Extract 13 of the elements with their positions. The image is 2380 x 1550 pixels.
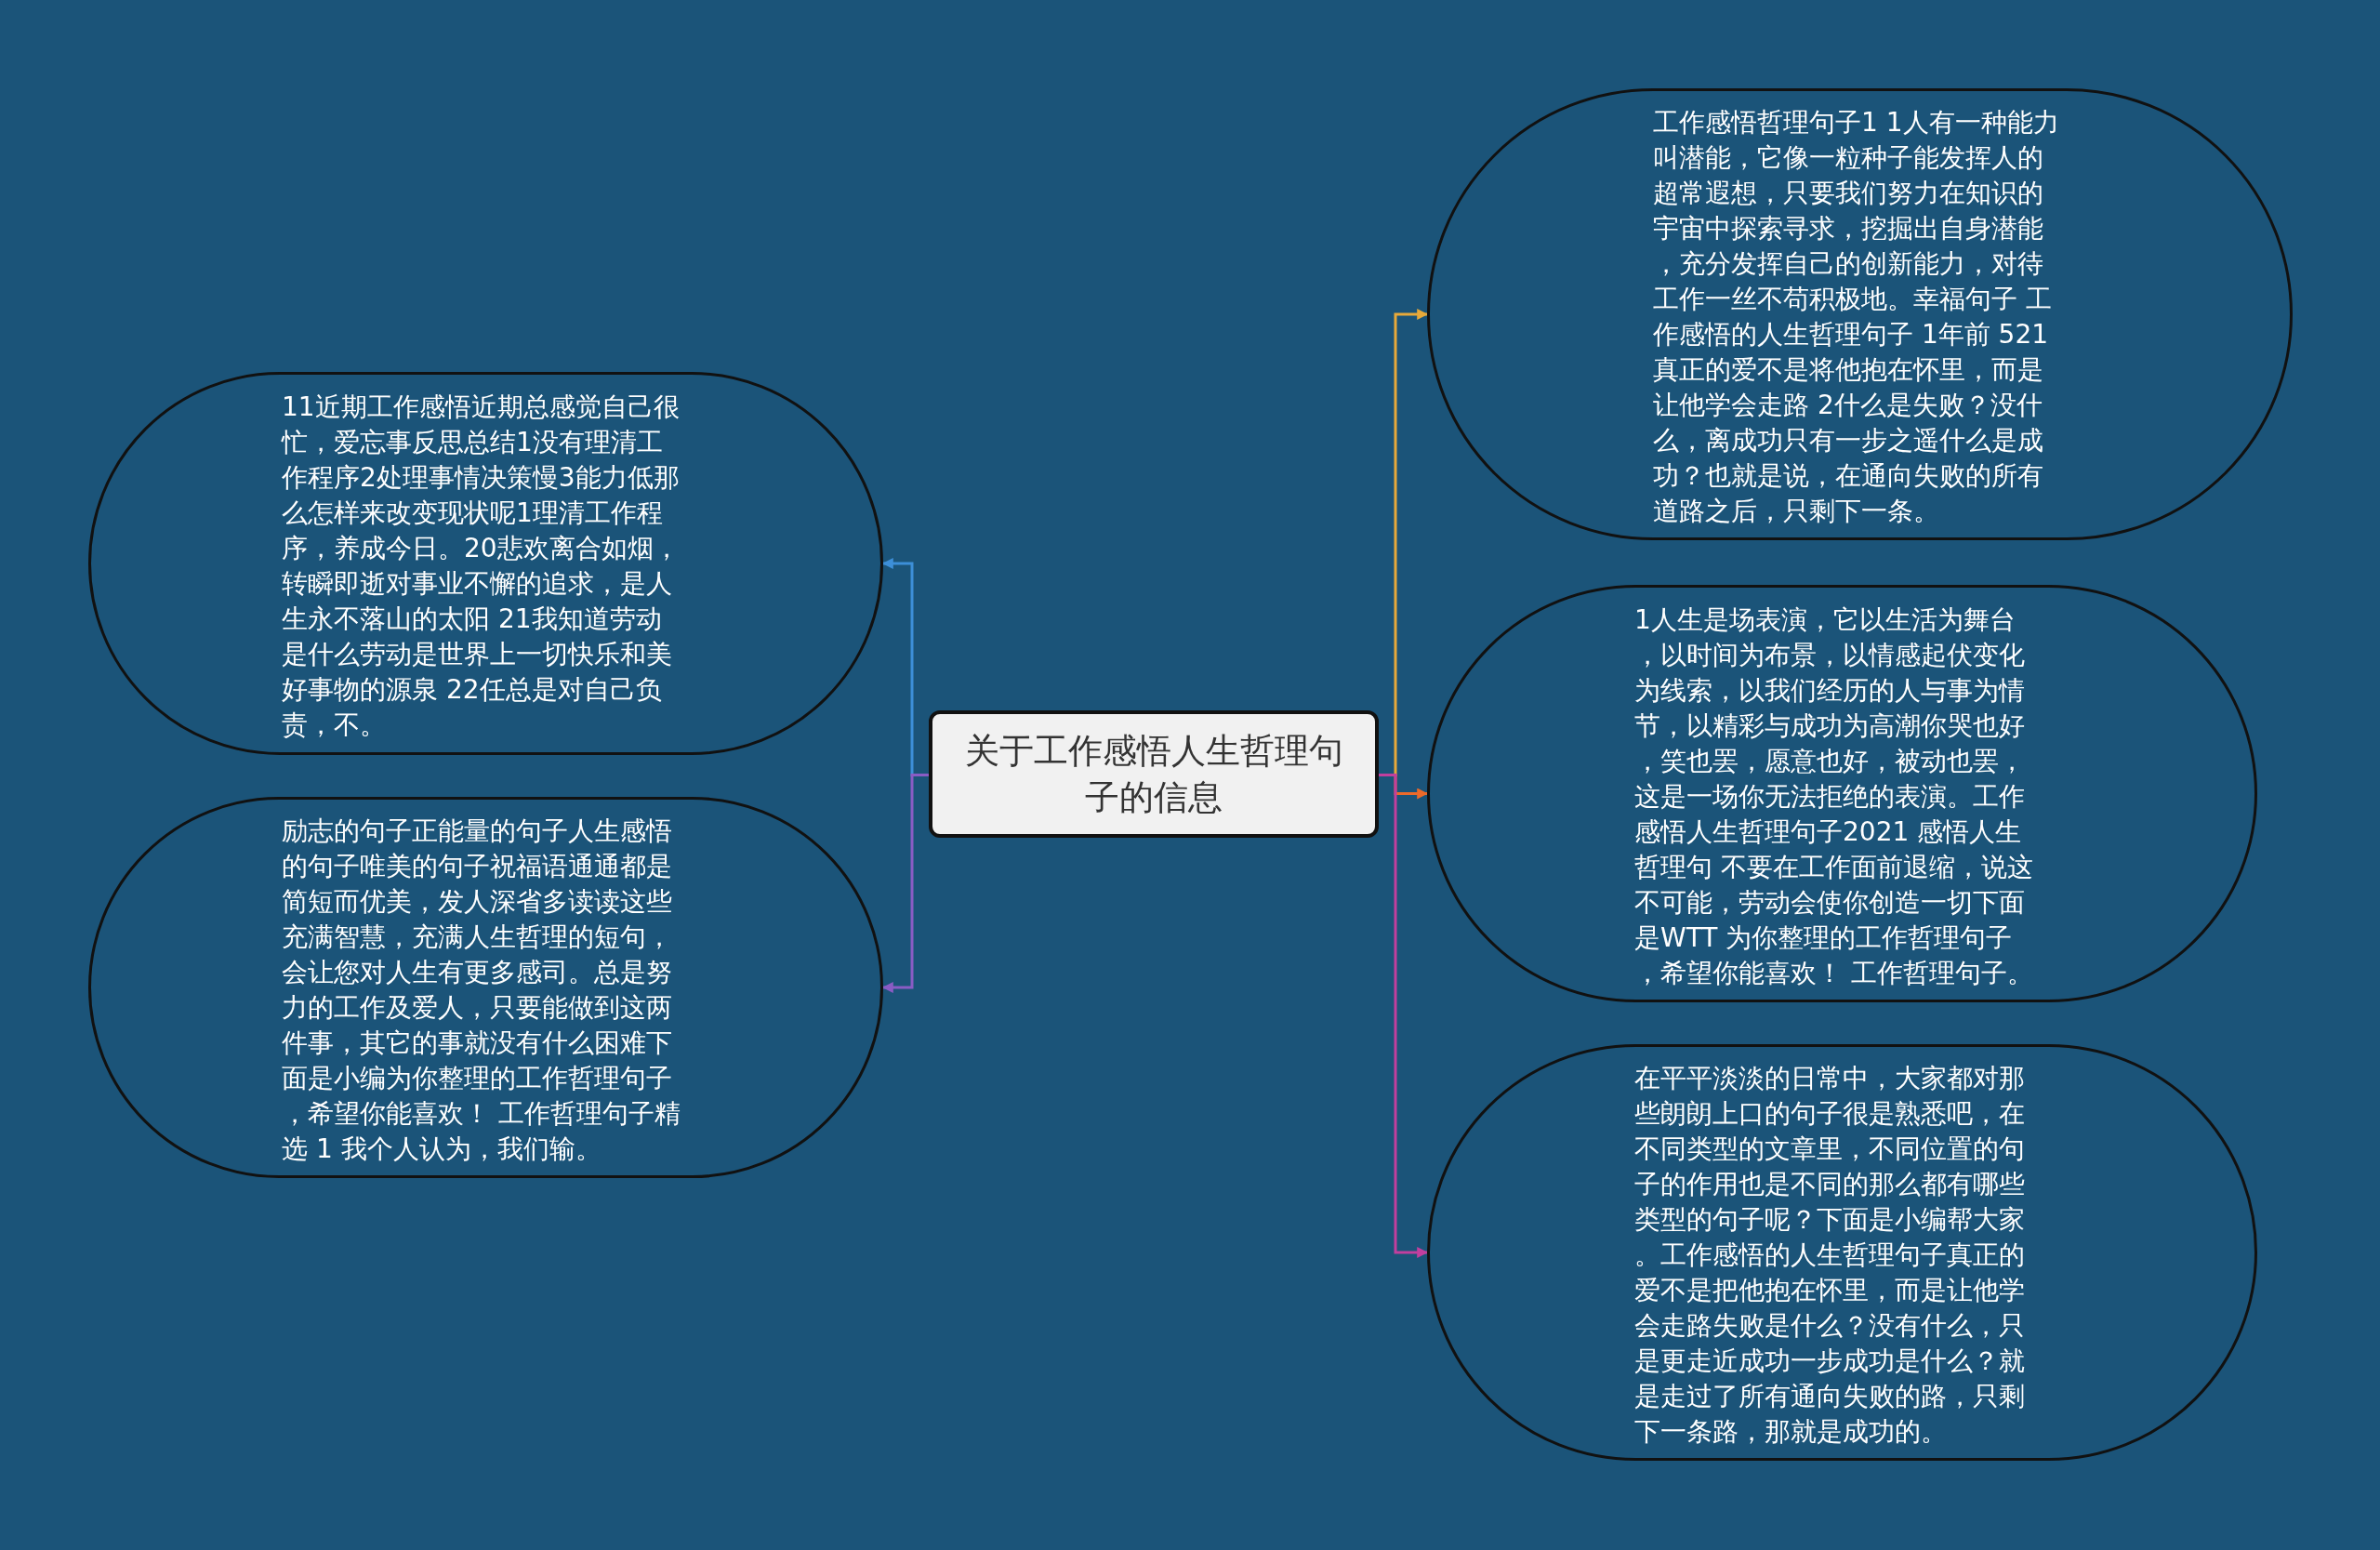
- topic-title: 关于工作感悟人生哲理句子的信息: [963, 729, 1344, 819]
- rounded-node: [88, 372, 883, 755]
- connector-arrow: [881, 774, 929, 993]
- rounded-node: [1427, 585, 2257, 1002]
- rounded-node: [88, 797, 883, 1178]
- node-text: 在平平淡淡的日常中，大家都对那些朗朗上口的句子很是熟悉吧，在不同类型的文章里，不同位置的句子的作用也是不同的那么都有哪些类型的句子呢？下面是小编帮大家。工作感悟的人生哲理句子真正的爱不是把他抱在怀里，而是让他学会走路失败是什么？没有什么，只是更走近成功一步成功是什么？就是走过了所有通向失败的路，只剩下一条路，那就是成功的。: [1634, 1062, 2026, 1449]
- rounded-node: [1427, 88, 2293, 540]
- node-text: 11近期工作感悟近期总感觉自己很忙，爱忘事反思总结1没有理清工作程序2处理事情决策慢3能力低那么怎样来改变现状呢1理清工作程序，养成今日。20悲欢离合如烟，转瞬即逝对事业不懈的追求，是人生永不落山的太阳 21我知道劳动是什么劳动是世界上一切快乐和美好事物的源泉 22任总是对自己负责，不。: [282, 391, 681, 742]
- node-text: 工作感悟哲理句子1 1人有一种能力叫潜能，它像一粒种子能发挥人的超常遐想，只要我们努力在知识的宇宙中探索寻求，挖掘出自身潜能，充分发挥自己的创新能力，对待工作一丝不苟积极地。幸福句子 工作感悟的人生哲理句子 1年前 521真正的爱不是将他抱在怀里，而是让他学会走路 2什么是失败？没什么，离成功只有一步之遥什么是成功？也就是说，在通向失败的所有道路之后，只剩下一条。: [1653, 106, 2060, 528]
- node-text: 1人生是场表演，它以生活为舞台，以时间为布景，以情感起伏变化为线索，以我们经历的人与事为情节，以精彩与成功为高潮你哭也好，笑也罢，愿意也好，被动也罢，这是一场你无法拒绝的表演。工作感悟人生哲理句子2021 感悟人生哲理句 不要在工作面前退缩，说这不可能，劳动会使你创造一切下面是WTT 为你整理的工作哲理句子，希望你能喜欢！ 工作哲理句子。: [1634, 603, 2034, 990]
- topic-box: [929, 710, 1379, 838]
- rounded-node: [1427, 1044, 2257, 1461]
- node-text: 励志的句子正能量的句子人生感悟的句子唯美的句子祝福语通通都是简短而优美，发人深省多读读这些充满智慧，充满人生哲理的短句，会让您对人生有更多感司。总是努力的工作及爱人，只要能做到这两件事，其它的事就没有什么困难下面是小编为你整理的工作哲理句子，希望你能喜欢！ 工作哲理句子精选 1 我个人认为，我们输。: [282, 815, 681, 1166]
